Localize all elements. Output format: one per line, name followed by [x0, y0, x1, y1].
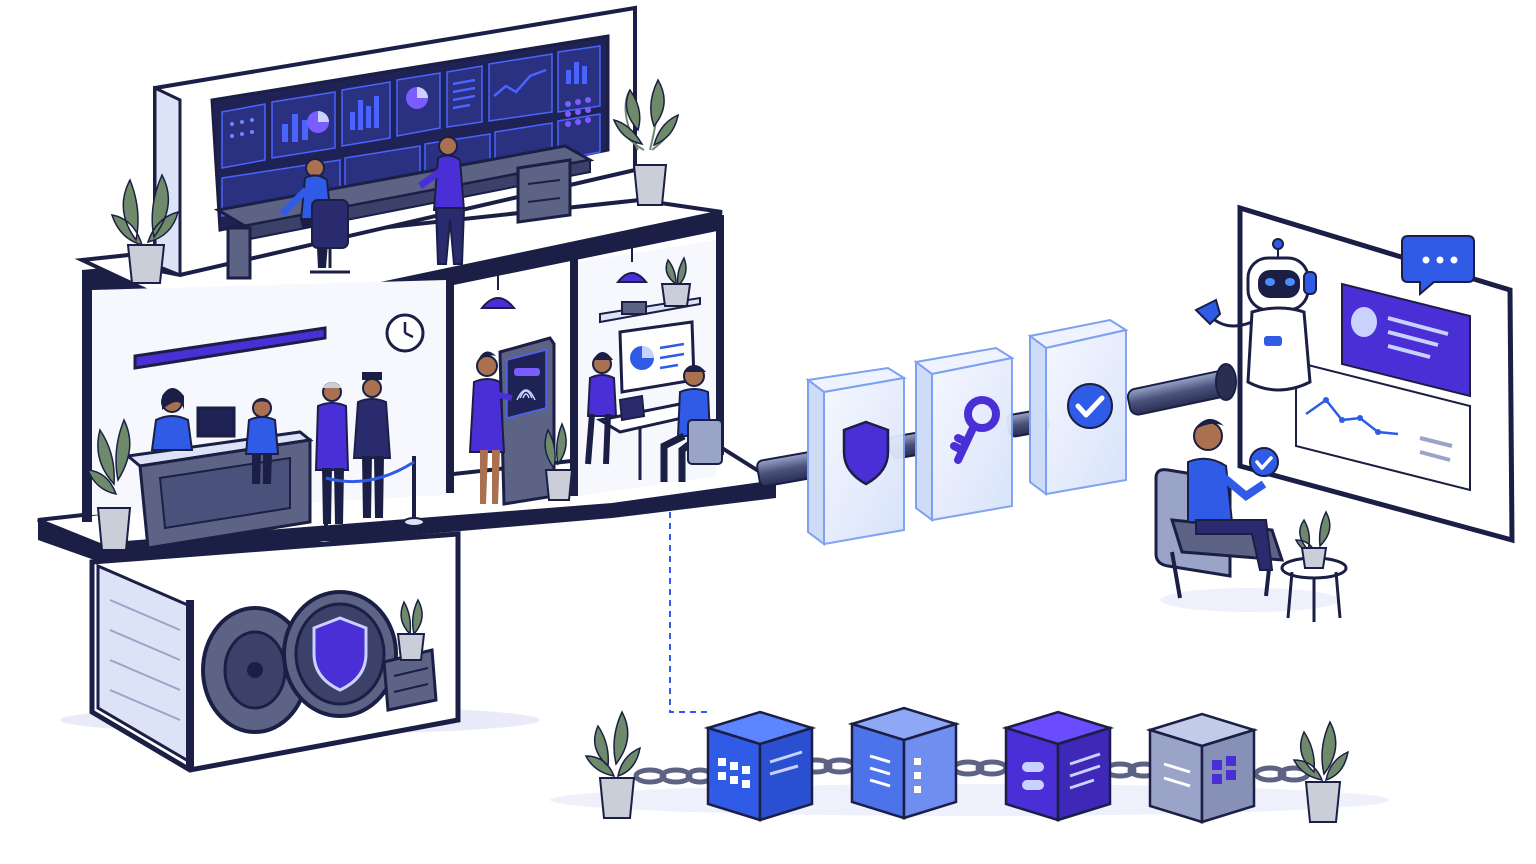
vault	[89, 531, 461, 773]
chart-card	[1295, 360, 1471, 492]
list-icon	[1069, 752, 1101, 790]
bar-chart-icon	[282, 62, 587, 142]
line-chart-icon	[1305, 398, 1399, 436]
biometric-atm	[468, 270, 574, 506]
advisor-office	[578, 240, 723, 496]
robot-icon	[1194, 238, 1317, 392]
wall-clock-icon	[385, 313, 425, 353]
list-icon	[869, 754, 891, 788]
file-drawers	[516, 158, 572, 224]
potted-plant	[660, 256, 692, 307]
chat-bubble-icon	[1401, 235, 1475, 297]
client	[585, 352, 618, 465]
shield-icon	[842, 420, 890, 486]
pie-chart-icon	[307, 87, 428, 133]
teller	[150, 388, 194, 451]
blockchain	[584, 706, 1349, 824]
advisor	[660, 365, 723, 482]
ground-shadow	[550, 784, 1390, 816]
atm-user	[468, 351, 513, 504]
potted-plant	[1292, 720, 1349, 823]
laptop-icon	[618, 394, 646, 422]
security-pipeline	[756, 318, 1237, 546]
profile-card	[1341, 282, 1471, 398]
chair	[687, 419, 723, 465]
shield-icon	[312, 616, 368, 692]
operator-standing	[417, 136, 466, 265]
teller-monitor	[196, 406, 236, 438]
dashed-connector	[669, 512, 712, 713]
checkmark-icon	[1249, 447, 1279, 477]
potted-plant	[1294, 510, 1331, 569]
potted-plant	[86, 418, 132, 551]
office-chair	[311, 199, 349, 249]
potted-plant	[612, 78, 679, 206]
customer-in-armchair	[1154, 418, 1348, 622]
potted-plant	[544, 422, 574, 501]
ceiling-lamp-icon	[615, 272, 649, 283]
list-icon	[1163, 762, 1191, 788]
block-2	[847, 706, 961, 820]
grid-icon	[1212, 756, 1236, 784]
glass-cube-check	[1027, 318, 1129, 496]
list-icon	[452, 78, 476, 110]
fingerprint-icon	[516, 389, 536, 401]
operator-seated	[279, 158, 350, 274]
ceiling-light-bar	[133, 326, 327, 370]
list-icon	[769, 750, 803, 776]
potted-plant	[396, 598, 426, 661]
control-room	[74, 5, 723, 335]
block-4	[1145, 712, 1259, 824]
ceiling-lamp-icon	[479, 297, 517, 309]
ai-assistant-panel	[1194, 204, 1515, 544]
block-3	[1001, 710, 1115, 822]
potted-plant	[584, 710, 641, 819]
customer-with-hat	[352, 372, 392, 518]
grid-icon	[718, 758, 750, 788]
grid-icon	[565, 97, 591, 127]
line-chart-icon	[493, 68, 547, 97]
block-1	[703, 710, 817, 822]
glass-cube-shield	[805, 366, 907, 546]
pie-chart-icon	[630, 346, 654, 370]
glass-cube-key	[913, 346, 1015, 522]
potted-plant	[110, 173, 180, 284]
vault-door-icon	[201, 606, 309, 734]
checkmark-icon	[1067, 383, 1113, 429]
bank-lobby	[86, 313, 425, 551]
key-icon	[950, 396, 1000, 464]
